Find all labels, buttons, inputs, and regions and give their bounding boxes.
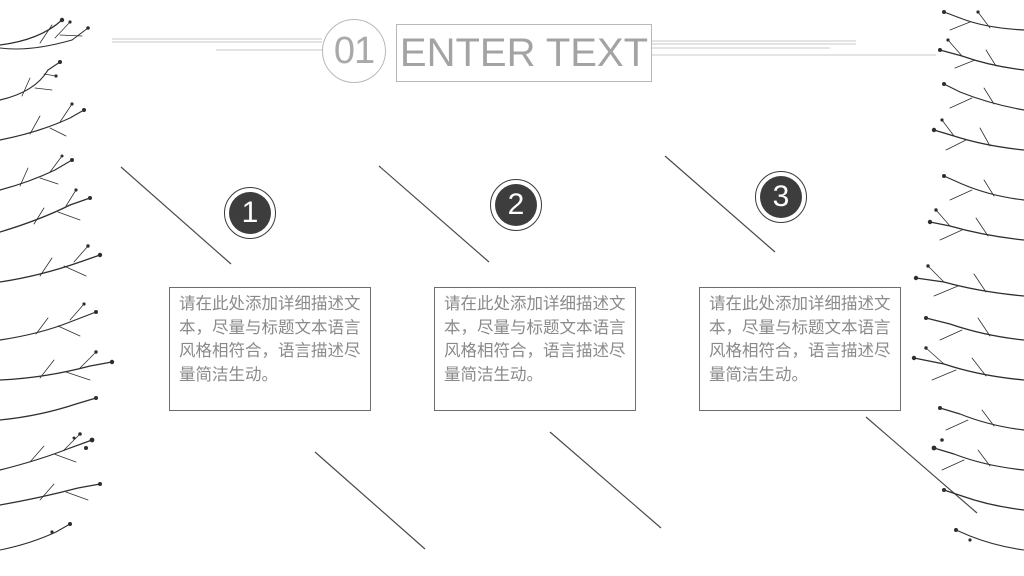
diagonal-line [120, 166, 232, 265]
text-box-3: 请在此处添加详细描述文本，尽量与标题文本语言风格相符合，语言描述尽量简洁生动。 [699, 287, 901, 411]
step-badge-1: 1 [224, 187, 276, 239]
step-number-1: 1 [229, 192, 271, 234]
diagonal-line [378, 165, 490, 263]
step-badge-3: 3 [755, 171, 807, 223]
diagonal-line [314, 451, 426, 550]
text-box-2: 请在此处添加详细描述文本，尽量与标题文本语言风格相符合，语言描述尽量简洁生动。 [434, 287, 636, 411]
diagonal-line [549, 431, 662, 529]
text-box-1: 请在此处添加详细描述文本，尽量与标题文本语言风格相符合，语言描述尽量简洁生动。 [169, 287, 371, 411]
step-number-2: 2 [495, 184, 537, 226]
header-rules [112, 38, 936, 56]
diagonal-line [865, 416, 978, 514]
diagonal-lines [120, 155, 978, 550]
right-branch-icon [911, 10, 1024, 551]
slide-title: ENTER TEXT [396, 24, 652, 82]
step-badge-2: 2 [490, 179, 542, 231]
step-number-3: 3 [760, 176, 802, 218]
diagonal-line [664, 155, 776, 253]
section-number: 01 [322, 19, 386, 83]
left-branch-icon [0, 17, 115, 551]
